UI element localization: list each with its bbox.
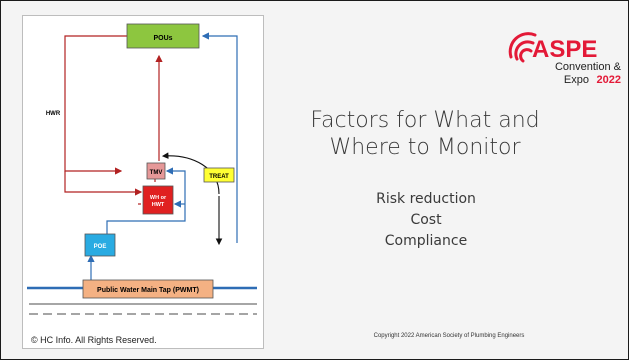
pwmt-box [82, 279, 214, 299]
water-heater-box [142, 185, 174, 215]
water-heater-label-line1: WH or [150, 195, 167, 201]
logo-wordmark: ASPE [532, 36, 597, 63]
diagram-svg: POUs TMV WH or HWT TREAT POE Public Wate… [27, 23, 257, 315]
hot-water-lines [64, 35, 163, 205]
bullet-list: Risk reduction Cost Compliance [331, 189, 521, 252]
bullet-item: Risk reduction [376, 191, 476, 207]
logo-expo: Expo [564, 74, 589, 86]
bullet-item: Cost [410, 212, 442, 228]
slide-title-line1: Factors for What and [310, 108, 540, 133]
treat-label: TREAT [209, 174, 229, 180]
diagram-caption: © HC Info. All Rights Reserved. [31, 335, 157, 345]
treat-line [161, 152, 223, 246]
bullet-item: Compliance [384, 233, 468, 249]
water-heater-label-line2: HWT [152, 202, 165, 208]
pous-label: POUs [153, 35, 172, 42]
copyright-footer: Copyright 2022 American Society of Plumb… [373, 333, 525, 339]
tmv-box [146, 162, 166, 180]
cold-water-lines [27, 32, 257, 290]
treat-box [203, 167, 235, 183]
slide-title-line2: Where to Monitor [329, 135, 521, 160]
slide-title: Factors for What and Where to Monitor [275, 107, 575, 161]
aspe-logo: ASPE Convention & Expo 2022 [508, 32, 622, 86]
logo-line2: Convention & [555, 61, 622, 73]
ground-lines [29, 303, 257, 315]
hwr-label: HWR [46, 111, 61, 117]
plumbing-diagram: POUs TMV WH or HWT TREAT POE Public Wate… [22, 15, 264, 349]
pwmt-label: Public Water Main Tap (PWMT) [97, 287, 199, 294]
poe-box [84, 233, 116, 257]
poe-label: POE [94, 244, 107, 250]
tmv-label: TMV [150, 170, 163, 176]
logo-arc-icon [508, 32, 537, 63]
logo-year: 2022 [597, 74, 621, 86]
pous-box [126, 23, 200, 49]
